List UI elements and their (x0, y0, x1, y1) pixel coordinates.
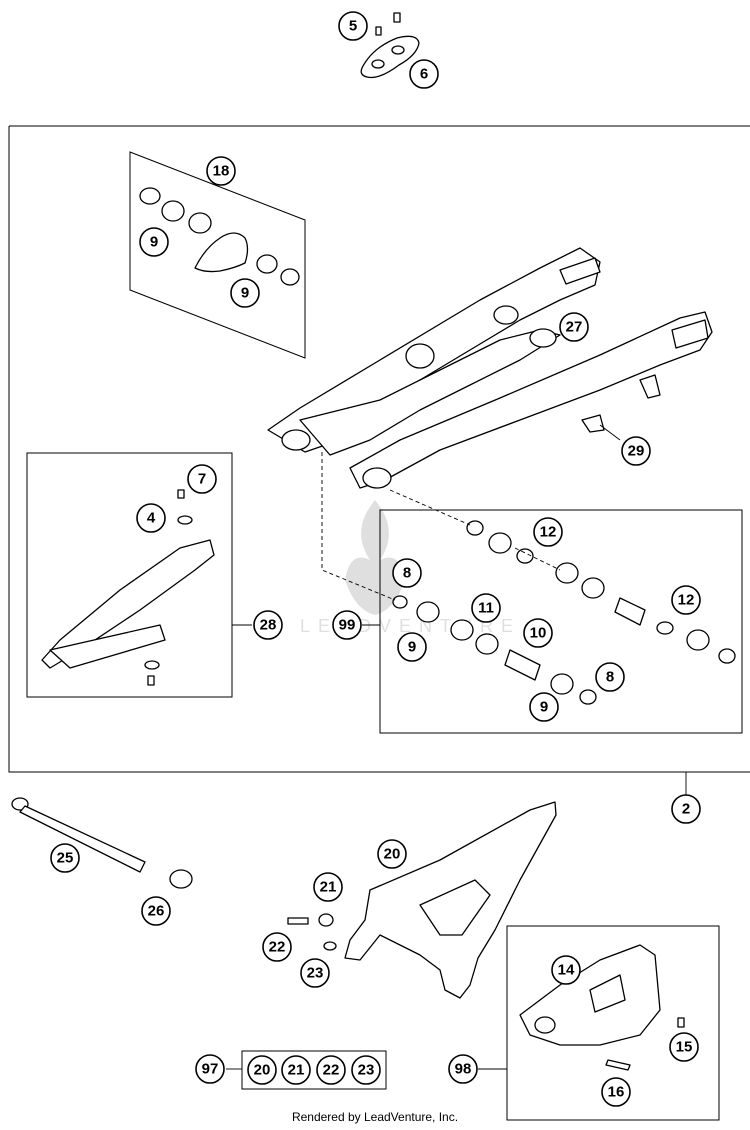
callout-8-a[interactable]: 8 (392, 558, 422, 588)
callout-21[interactable]: 21 (313, 872, 343, 902)
svg-text:23: 23 (358, 1062, 375, 1079)
svg-text:22: 22 (269, 939, 286, 956)
svg-text:21: 21 (320, 879, 337, 896)
svg-text:12: 12 (678, 592, 695, 609)
svg-text:15: 15 (676, 1039, 693, 1056)
kit-97-item-20[interactable]: 20 (247, 1055, 277, 1085)
part-20-chain-guard (344, 801, 557, 999)
callout-8-b[interactable]: 8 (595, 662, 625, 692)
callout-27[interactable]: 27 (559, 312, 589, 342)
kit-97-box (241, 1050, 387, 1090)
kit-97-item-22[interactable]: 22 (316, 1055, 346, 1085)
callout-4[interactable]: 4 (136, 503, 166, 533)
callouts: 5 6 18 9 9 27 29 7 4 28 12 12 8 99 11 10… (50, 11, 701, 1107)
callout-28[interactable]: 28 (253, 610, 283, 640)
svg-text:25: 25 (57, 850, 74, 867)
part-18-bearing-kit (129, 151, 306, 359)
callout-98[interactable]: 98 (448, 1054, 478, 1084)
part-98-chain-guide (506, 925, 720, 1121)
callout-9-a[interactable]: 9 (139, 227, 169, 257)
part-25-swingarm-axle (11, 797, 146, 873)
callout-2[interactable]: 2 (671, 794, 701, 824)
callout-97[interactable]: 97 (195, 1054, 225, 1084)
callout-9-d[interactable]: 9 (529, 692, 559, 722)
svg-text:7: 7 (198, 471, 206, 488)
callout-22[interactable]: 22 (262, 932, 292, 962)
svg-text:11: 11 (478, 600, 494, 617)
svg-text:9: 9 (150, 234, 158, 251)
svg-text:20: 20 (254, 1062, 271, 1079)
callout-16[interactable]: 16 (601, 1077, 631, 1107)
part-22-bolt (287, 917, 309, 925)
svg-text:18: 18 (213, 163, 230, 180)
svg-text:4: 4 (147, 510, 156, 527)
callout-14[interactable]: 14 (551, 955, 581, 985)
callout-6[interactable]: 6 (409, 59, 439, 89)
leader-lines (226, 424, 687, 1070)
svg-text:12: 12 (540, 524, 557, 541)
svg-text:26: 26 (148, 903, 165, 920)
part-99-bearing-set (379, 509, 743, 734)
svg-text:27: 27 (566, 319, 583, 336)
svg-text:10: 10 (530, 625, 547, 642)
svg-text:5: 5 (349, 18, 357, 35)
svg-text:9: 9 (408, 639, 416, 656)
part-28-chain-slider (26, 452, 233, 698)
alignment-line-right (389, 489, 561, 571)
svg-text:98: 98 (455, 1061, 472, 1078)
callout-20[interactable]: 20 (377, 839, 407, 869)
svg-text:8: 8 (403, 565, 411, 582)
footer-credit: Rendered by LeadVenture, Inc. (291, 1110, 459, 1124)
svg-text:22: 22 (323, 1062, 340, 1079)
callout-15[interactable]: 15 (669, 1032, 699, 1062)
callout-10[interactable]: 10 (523, 618, 553, 648)
svg-text:6: 6 (420, 66, 428, 83)
callout-5[interactable]: 5 (338, 11, 368, 41)
callout-26[interactable]: 26 (141, 896, 171, 926)
part-27-cap (529, 328, 557, 348)
kit-97-item-21[interactable]: 21 (281, 1055, 311, 1085)
svg-text:99: 99 (339, 617, 356, 634)
part-26-nut (169, 869, 193, 889)
callout-99[interactable]: 99 (332, 610, 362, 640)
svg-text:2: 2 (682, 801, 690, 818)
callout-25[interactable]: 25 (50, 843, 80, 873)
callout-18[interactable]: 18 (206, 156, 236, 186)
part-2-swingarm (267, 247, 713, 489)
callout-7[interactable]: 7 (187, 464, 217, 494)
svg-text:20: 20 (384, 846, 401, 863)
svg-text:28: 28 (260, 617, 277, 634)
callout-29[interactable]: 29 (621, 436, 651, 466)
svg-text:16: 16 (608, 1084, 625, 1101)
part-23-washer (323, 941, 337, 951)
part-6-chain-slider-top (360, 12, 420, 79)
callout-9-c[interactable]: 9 (397, 632, 427, 662)
callout-12-b[interactable]: 12 (671, 585, 701, 615)
svg-text:21: 21 (288, 1062, 305, 1079)
svg-text:9: 9 (241, 285, 249, 302)
callout-12-a[interactable]: 12 (533, 517, 563, 547)
callout-9-b[interactable]: 9 (230, 278, 260, 308)
part-21-spacer (318, 913, 334, 927)
alignment-line-left (321, 452, 396, 601)
svg-text:8: 8 (606, 669, 614, 686)
svg-text:29: 29 (628, 443, 645, 460)
svg-text:97: 97 (202, 1061, 219, 1078)
callout-23[interactable]: 23 (300, 958, 330, 988)
svg-text:9: 9 (540, 699, 548, 716)
svg-text:14: 14 (558, 962, 575, 979)
kit-97-item-23[interactable]: 23 (351, 1055, 381, 1085)
assembly-frame-2 (8, 125, 750, 773)
callout-11[interactable]: 11 (471, 593, 501, 623)
svg-text:23: 23 (307, 965, 324, 982)
